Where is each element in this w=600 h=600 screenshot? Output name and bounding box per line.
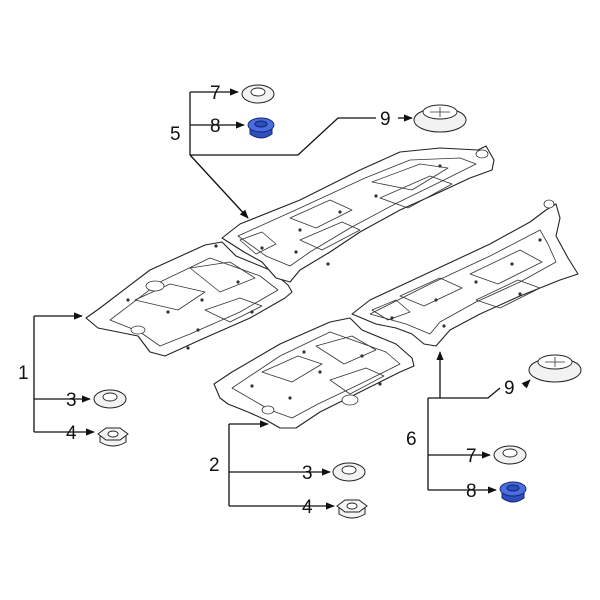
- callout-2: 2: [209, 455, 220, 476]
- washer-7-bottom[interactable]: [493, 445, 527, 465]
- leader-1: [33, 312, 95, 436]
- nut-4-left[interactable]: [97, 427, 129, 447]
- leader-5: [189, 88, 376, 219]
- callout-8-bottom: 8: [466, 481, 477, 502]
- callout-5: 5: [170, 124, 181, 145]
- callout-7-bottom: 7: [466, 446, 477, 467]
- leader-9-bottom: [521, 379, 531, 389]
- nut-4-center[interactable]: [336, 499, 368, 519]
- leader-6: [427, 351, 501, 494]
- callout-4-center: 4: [302, 497, 313, 518]
- leader-2: [228, 420, 335, 510]
- clip-8-top[interactable]: [247, 117, 275, 139]
- callout-1: 1: [18, 363, 29, 384]
- callout-4-left: 4: [66, 423, 77, 444]
- grommet-9-top[interactable]: [413, 104, 467, 133]
- callout-3-left: 3: [66, 390, 77, 411]
- under-cover-rear-right[interactable]: [213, 317, 415, 429]
- under-cover-center-left[interactable]: [221, 145, 495, 283]
- washer-7-top[interactable]: [241, 84, 275, 104]
- washer-3-left[interactable]: [93, 389, 127, 409]
- under-cover-rear-left[interactable]: [85, 241, 293, 357]
- under-cover-center-right[interactable]: [351, 199, 579, 347]
- callout-3-center: 3: [302, 463, 313, 484]
- grommet-9-bottom[interactable]: [528, 354, 582, 383]
- callout-6: 6: [406, 429, 417, 450]
- washer-3-center[interactable]: [332, 462, 366, 482]
- callout-9-bottom: 9: [504, 378, 515, 399]
- clip-8-bottom[interactable]: [499, 481, 527, 503]
- callout-9-top: 9: [380, 109, 391, 130]
- callout-7-top: 7: [210, 83, 221, 104]
- callout-8-top: 8: [210, 116, 221, 137]
